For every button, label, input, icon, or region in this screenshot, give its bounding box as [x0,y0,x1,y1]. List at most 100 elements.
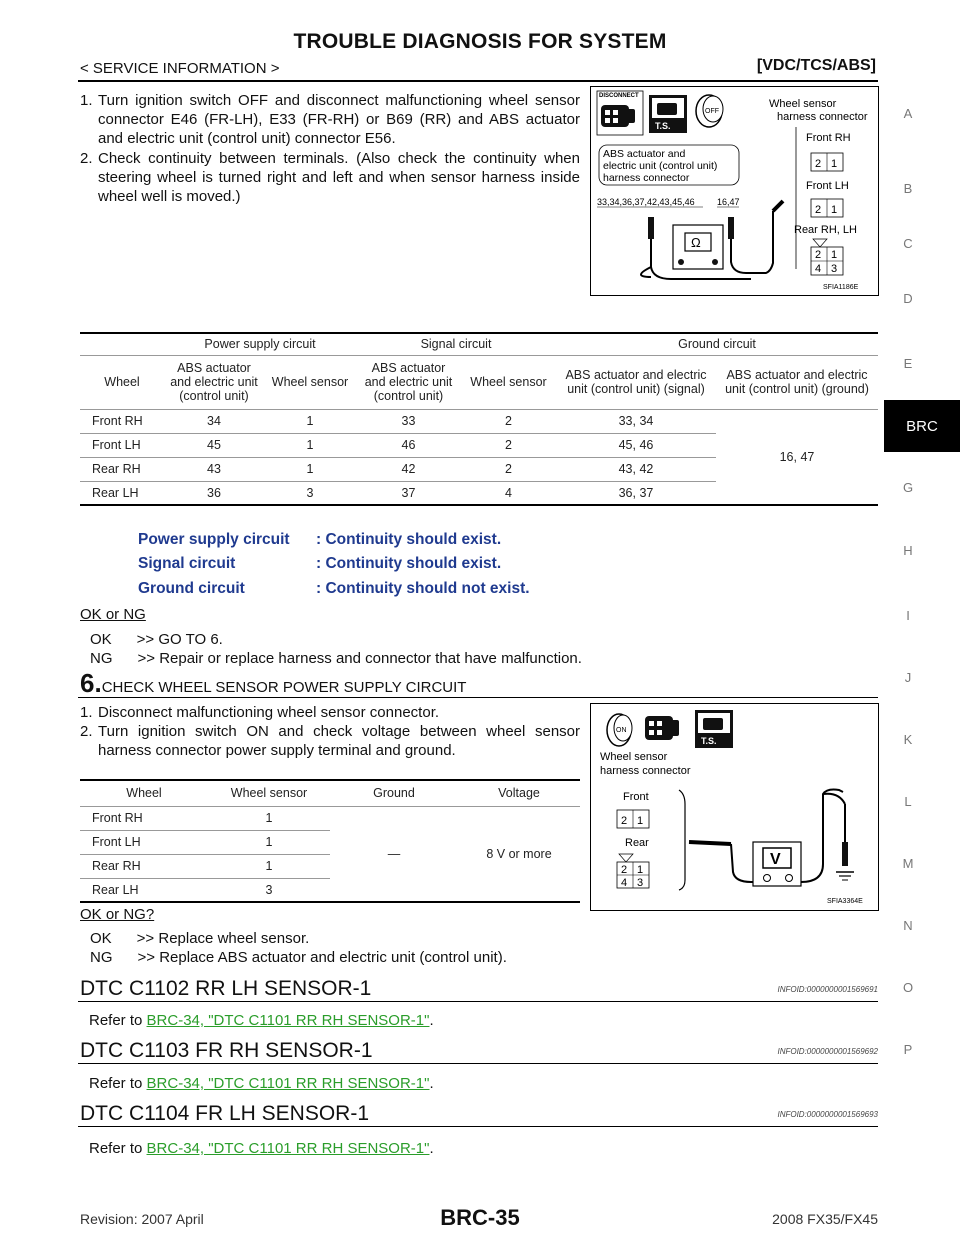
svg-text:T.S.: T.S. [701,736,717,746]
svg-text:T.S.: T.S. [655,121,671,131]
dtc-title: DTC C1102 RR LH SENSOR-1 [80,977,372,1000]
table-header: Wheel sensor [264,355,356,410]
ng-line: NG >> Replace ABS actuator and electric … [90,949,507,966]
table-header: ABS actuator and electric unit (control … [356,355,461,410]
continuity-diagram: DISCONNECT T.S. OFF Wheel sensor harness… [596,90,868,291]
connector-icon [645,716,679,740]
svg-text:electric unit (control unit): electric unit (control unit) [603,160,717,172]
index-letter[interactable]: G [902,480,914,495]
dtc-title: DTC C1103 FR RH SENSOR-1 [80,1039,373,1062]
svg-text:1: 1 [831,158,837,170]
voltmeter-icon: V [688,788,854,887]
reference-link[interactable]: BRC-34, "DTC C1101 RR RH SENSOR-1" [146,1012,430,1029]
voltage-table: Wheel Wheel sensor Ground Voltage Front … [80,779,580,903]
svg-text:3: 3 [831,263,837,275]
ts-icon: T.S. [649,95,687,133]
svg-text:harness connector: harness connector [777,111,868,123]
index-letter[interactable]: H [903,543,913,558]
index-letter[interactable]: B [903,181,913,196]
spec-label: Signal circuit [138,555,236,572]
index-letter[interactable]: K [903,732,913,747]
index-letter[interactable]: L [904,794,912,809]
spec-value: : Continuity should exist. [316,531,502,548]
spec-value: : Continuity should exist. [316,555,502,572]
refer-line: Refer to BRC-34, "DTC C1101 RR RH SENSOR… [89,1012,434,1029]
section-breadcrumb: < SERVICE INFORMATION > [80,60,280,77]
system-label: [VDC/TCS/ABS] [756,57,876,74]
table-header: Wheel sensor [208,779,330,807]
brc-tab[interactable]: BRC [884,400,960,452]
table-header: ABS actuator and electric unit (control … [164,355,264,410]
table-header: Wheel [80,779,208,807]
info-id: INFOID:0000000001569691 [777,985,878,994]
index-letter[interactable]: E [903,356,913,371]
svg-text:1: 1 [831,204,837,216]
index-letter[interactable]: A [903,106,913,121]
continuity-table: Power supply circuit Signal circuit Grou… [80,332,878,506]
connector-icon [601,105,635,127]
index-letter[interactable]: C [903,236,913,251]
svg-text:1: 1 [831,249,837,261]
svg-text:33,34,36,37,42,43,45,46: 33,34,36,37,42,43,45,46 [597,197,695,207]
ground-merged-cell: — [330,806,458,903]
svg-text:Ω: Ω [691,235,701,250]
table-header: Ground circuit [556,332,878,356]
svg-text:harness connector: harness connector [600,765,691,777]
index-letter[interactable]: J [904,670,912,685]
table-header: Voltage [458,779,580,807]
index-letter[interactable]: I [906,608,910,623]
revision-label: Revision: 2007 April [80,1211,204,1227]
table-header: Wheel [80,355,164,410]
table-header: Power supply circuit [164,332,356,356]
refer-line: Refer to BRC-34, "DTC C1101 RR RH SENSOR… [89,1140,434,1157]
reference-link[interactable]: BRC-34, "DTC C1101 RR RH SENSOR-1" [146,1075,430,1092]
step6-heading: 6.CHECK WHEEL SENSOR POWER SUPPLY CIRCUI… [80,668,467,698]
header-rule [78,80,878,82]
svg-text:4: 4 [621,877,627,889]
svg-text:DISCONNECT: DISCONNECT [599,93,639,99]
index-letter[interactable]: O [902,980,914,995]
dtc-title: DTC C1104 FR LH SENSOR-1 [80,1102,370,1125]
section-rule [78,1001,878,1002]
info-id: INFOID:0000000001569692 [777,1047,878,1056]
svg-text:Rear RH, LH: Rear RH, LH [794,224,857,236]
svg-text:OFF: OFF [705,108,719,115]
page-title: TROUBLE DIAGNOSIS FOR SYSTEM [293,30,667,53]
svg-text:ABS actuator and: ABS actuator and [603,148,685,160]
svg-text:1: 1 [637,864,643,876]
ohmmeter-icon: Ω [640,199,785,280]
ok-line: OK >> Replace wheel sensor. [90,930,310,947]
voltage-diagram: ON T.S. Wheel sensor harness connector F… [600,710,863,905]
voltage-figure: ON T.S. Wheel sensor harness connector F… [590,703,879,911]
index-letter[interactable]: M [902,856,914,871]
svg-text:2: 2 [815,249,821,261]
svg-text:SFIA3364E: SFIA3364E [827,898,863,905]
spec-value: : Continuity should not exist. [316,580,530,597]
voltage-merged-cell: 8 V or more [458,806,580,903]
svg-text:Wheel sensor: Wheel sensor [600,751,668,763]
table-header: Signal circuit [356,332,556,356]
index-letter[interactable]: P [903,1042,913,1057]
svg-text:16,47: 16,47 [717,197,740,207]
reference-link[interactable]: BRC-34, "DTC C1101 RR RH SENSOR-1" [146,1140,430,1157]
section-rule [78,1063,878,1064]
section-rule [78,1126,878,1127]
table-header: ABS actuator and electric unit (control … [716,355,878,410]
model-label: 2008 FX35/FX45 [772,1211,878,1227]
ignition-off-icon: OFF [695,94,724,128]
index-letter[interactable]: D [903,291,913,306]
spec-label: Power supply circuit [138,531,290,548]
svg-text:Front RH: Front RH [806,132,851,144]
svg-text:2: 2 [815,204,821,216]
svg-text:2: 2 [815,158,821,170]
svg-text:V: V [770,851,781,868]
svg-text:SFIA1186E: SFIA1186E [823,284,859,291]
table-header: ABS actuator and electric unit (control … [556,355,716,410]
index-letter[interactable]: N [903,918,913,933]
